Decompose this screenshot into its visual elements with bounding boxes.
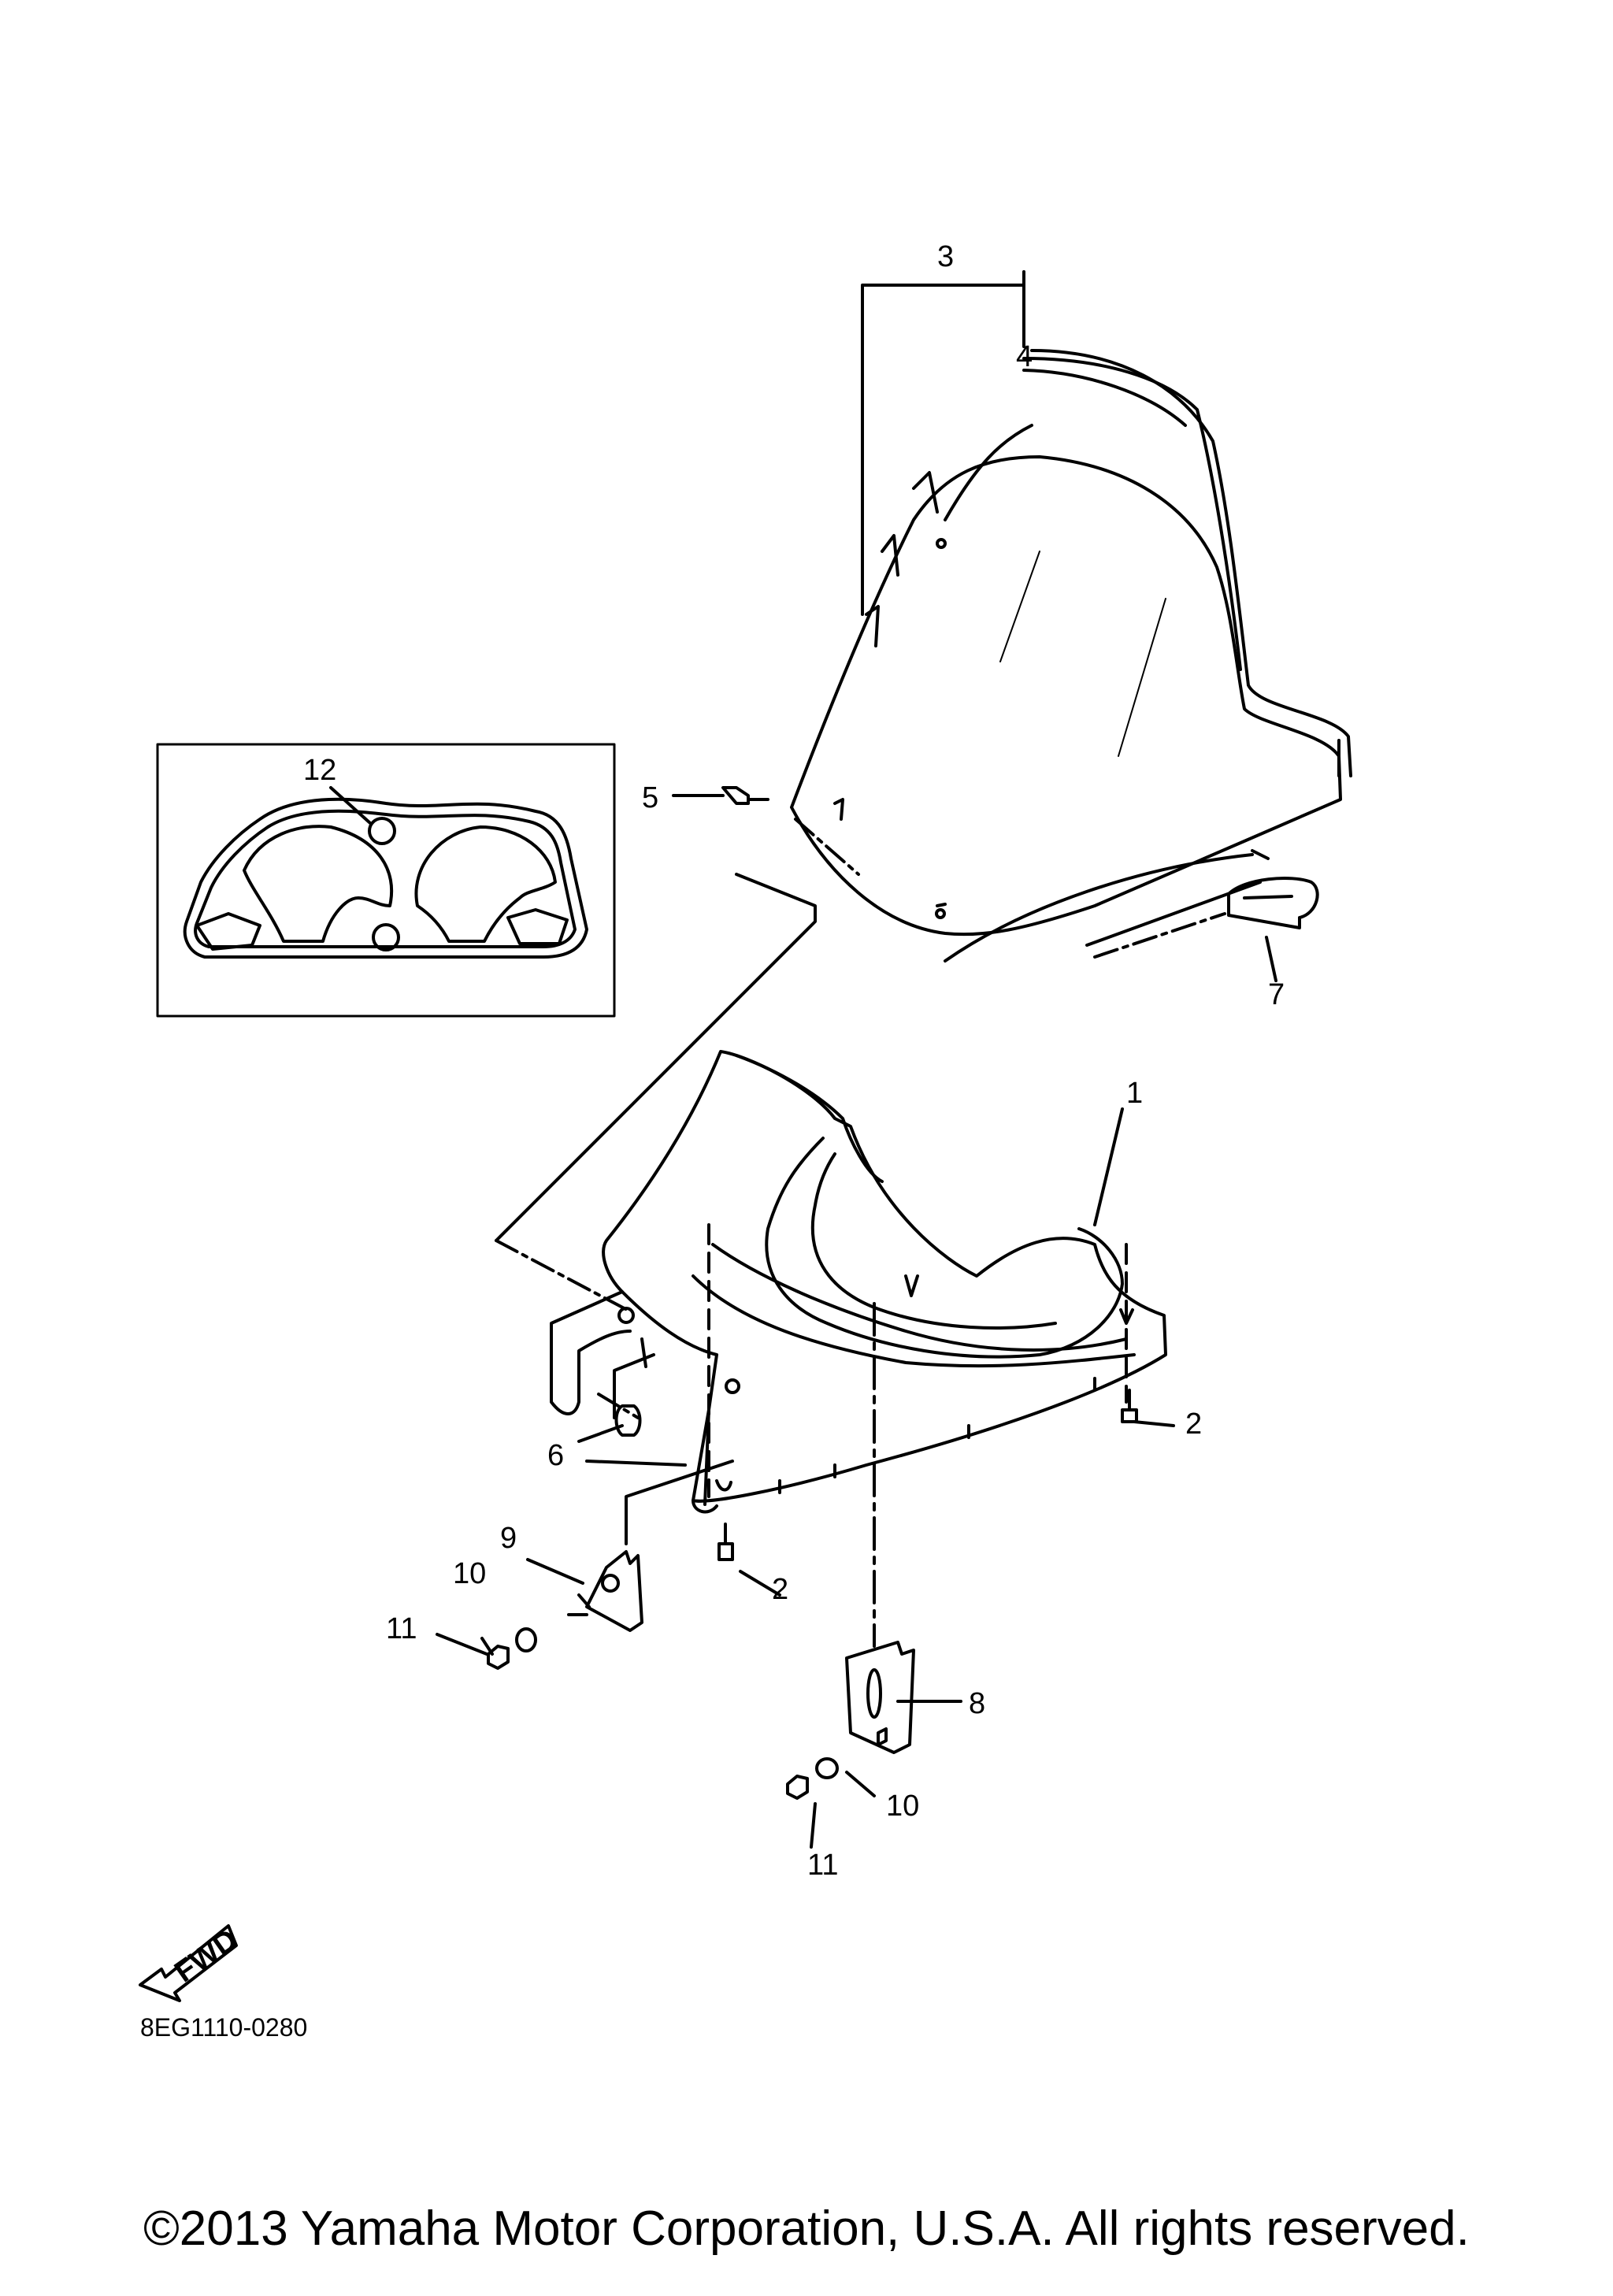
fwd-arrow-icon [139,1924,238,2002]
callout-11-left: 11 [386,1612,417,1645]
inset-box [156,743,616,1018]
callout-5: 5 [642,781,658,814]
fasteners [614,786,1138,1561]
callout-9: 9 [500,1522,517,1555]
callout-11-right: 11 [807,1849,838,1882]
mount-grommet [1227,877,1319,929]
callout-2-right: 2 [1185,1408,1202,1441]
callout-4: 4 [1016,340,1033,373]
callout-1: 1 [1126,1077,1143,1110]
bracket-right [786,1641,915,1800]
callout-7: 7 [1268,978,1285,1011]
callout-8: 8 [969,1687,985,1720]
drawing-code: 8EG1110-0280 [140,2013,307,2042]
windshield [790,349,1352,963]
leader-lines [436,270,1277,1849]
lower-cowling [550,1050,1167,1514]
callout-2-left: 2 [772,1573,788,1606]
callout-10-left: 10 [453,1557,486,1590]
callout-10-right: 10 [886,1790,919,1823]
callout-12: 12 [303,754,336,787]
callout-3: 3 [937,240,954,273]
bracket-left [487,1550,643,1670]
copyright-notice: ©2013 Yamaha Motor Corporation, U.S.A. A… [143,2201,1470,2256]
callout-6: 6 [547,1439,564,1472]
